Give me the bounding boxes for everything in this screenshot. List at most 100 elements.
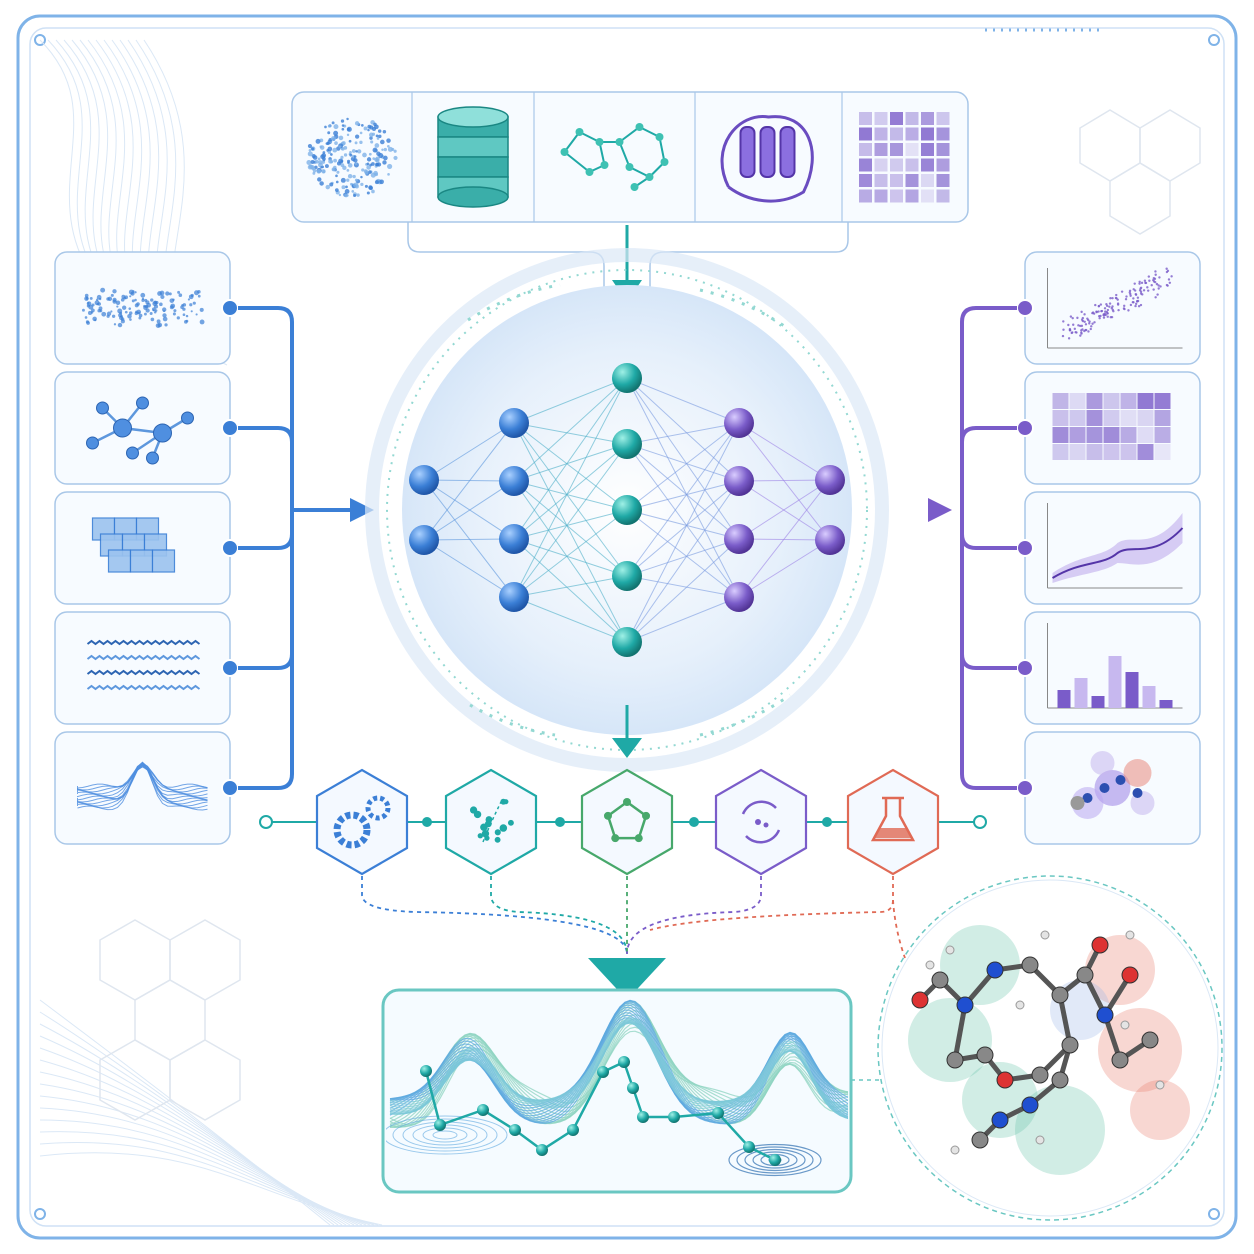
atom	[1121, 966, 1139, 984]
atom	[1021, 1096, 1039, 1114]
pentagon-ring-icon	[580, 768, 674, 876]
atom	[1051, 986, 1069, 1004]
network-node	[724, 466, 754, 496]
trajectory-point	[743, 1141, 755, 1153]
trajectory-point	[668, 1111, 680, 1123]
connector-dot-icon	[1016, 299, 1034, 317]
right-output-panels	[874, 251, 1201, 845]
surface-plot-icon	[54, 731, 231, 845]
matrix-grid-icon	[859, 112, 950, 203]
network-node	[409, 525, 439, 555]
top-input-bar	[291, 91, 969, 302]
network-node	[499, 466, 529, 496]
network-node	[612, 363, 642, 393]
trajectory-point	[567, 1124, 579, 1136]
cycle-arrows-icon	[714, 768, 808, 876]
molecule-zoom-circle	[877, 875, 1223, 1221]
atom	[986, 961, 1004, 979]
network-node	[815, 465, 845, 495]
connector-dot-icon	[1016, 659, 1034, 677]
energy-landscape-panel	[381, 988, 880, 1194]
arrow-head-icon	[612, 738, 642, 758]
network-node	[724, 524, 754, 554]
point-cloud-icon	[306, 117, 398, 198]
scatter-cloud-icon	[54, 251, 231, 365]
atom	[1096, 1006, 1114, 1024]
network-edges	[423, 377, 831, 643]
atom	[931, 971, 949, 989]
connector-dot-icon	[221, 779, 239, 797]
trajectory-point	[618, 1056, 630, 1068]
atom	[911, 991, 929, 1009]
energy-landscape-icon	[386, 999, 848, 1177]
line-band-chart-icon	[1024, 491, 1201, 605]
network-node	[612, 627, 642, 657]
connector-dot-icon	[1016, 419, 1034, 437]
atom	[996, 1071, 1014, 1089]
left-input-panels	[54, 251, 374, 845]
trajectory-point	[420, 1065, 432, 1077]
trajectory-point	[712, 1107, 724, 1119]
bar-chart-icon	[1024, 611, 1201, 725]
molecule-3d-icon	[1024, 731, 1201, 845]
connector-dot-icon	[221, 419, 239, 437]
network-node	[724, 408, 754, 438]
neural-network-core	[365, 248, 889, 772]
funnel-icon	[588, 958, 666, 1000]
molecule-zoom-icon	[908, 925, 1190, 1175]
network-node	[409, 465, 439, 495]
atom	[1061, 1036, 1079, 1054]
network-node	[499, 582, 529, 612]
network-node	[815, 525, 845, 555]
scatter-correlation-icon	[1024, 251, 1201, 365]
atom	[1141, 1031, 1159, 1049]
atom	[1091, 936, 1109, 954]
corner-dot-icon	[1208, 1208, 1220, 1220]
arrow-head-icon	[350, 498, 374, 522]
atom	[956, 996, 974, 1014]
network-node	[612, 561, 642, 591]
atom	[1111, 1051, 1129, 1069]
network-node	[499, 524, 529, 554]
connector-dot-icon	[221, 539, 239, 557]
connector-dot-icon	[1016, 539, 1034, 557]
trajectory-point	[434, 1119, 446, 1131]
corner-dot-icon	[34, 1208, 46, 1220]
network-graph-icon	[54, 371, 231, 485]
trajectory-point	[477, 1104, 489, 1116]
network-node	[724, 582, 754, 612]
corner-dot-icon	[34, 34, 46, 46]
protein-structure-icon	[720, 115, 814, 203]
particles-icon	[444, 768, 538, 876]
atom	[976, 1046, 994, 1064]
trajectory-point	[597, 1066, 609, 1078]
background-hexagons	[99, 109, 1201, 1121]
connector-dot-icon	[221, 659, 239, 677]
process-pipeline	[259, 768, 987, 1000]
atom	[1021, 956, 1039, 974]
atom	[1031, 1066, 1049, 1084]
database-icon	[437, 106, 509, 208]
heatmap-icon	[1024, 371, 1201, 485]
flask-icon	[846, 768, 940, 876]
voxel-cube-icon	[54, 491, 231, 605]
connector-dot-icon	[1016, 779, 1034, 797]
trajectory-point	[627, 1082, 639, 1094]
trajectory-point	[637, 1111, 649, 1123]
atom	[1051, 1071, 1069, 1089]
trajectory-point	[536, 1144, 548, 1156]
gears-icon	[315, 768, 409, 876]
corner-dot-icon	[1208, 34, 1220, 46]
connector-dot-icon	[221, 299, 239, 317]
trajectory-point	[509, 1124, 521, 1136]
arrow-head-icon	[928, 498, 952, 522]
atom	[946, 1051, 964, 1069]
molecular-graph-icon	[560, 123, 669, 191]
network-node	[612, 495, 642, 525]
network-node	[499, 408, 529, 438]
network-node	[612, 429, 642, 459]
atom	[1076, 966, 1094, 984]
atom	[971, 1131, 989, 1149]
